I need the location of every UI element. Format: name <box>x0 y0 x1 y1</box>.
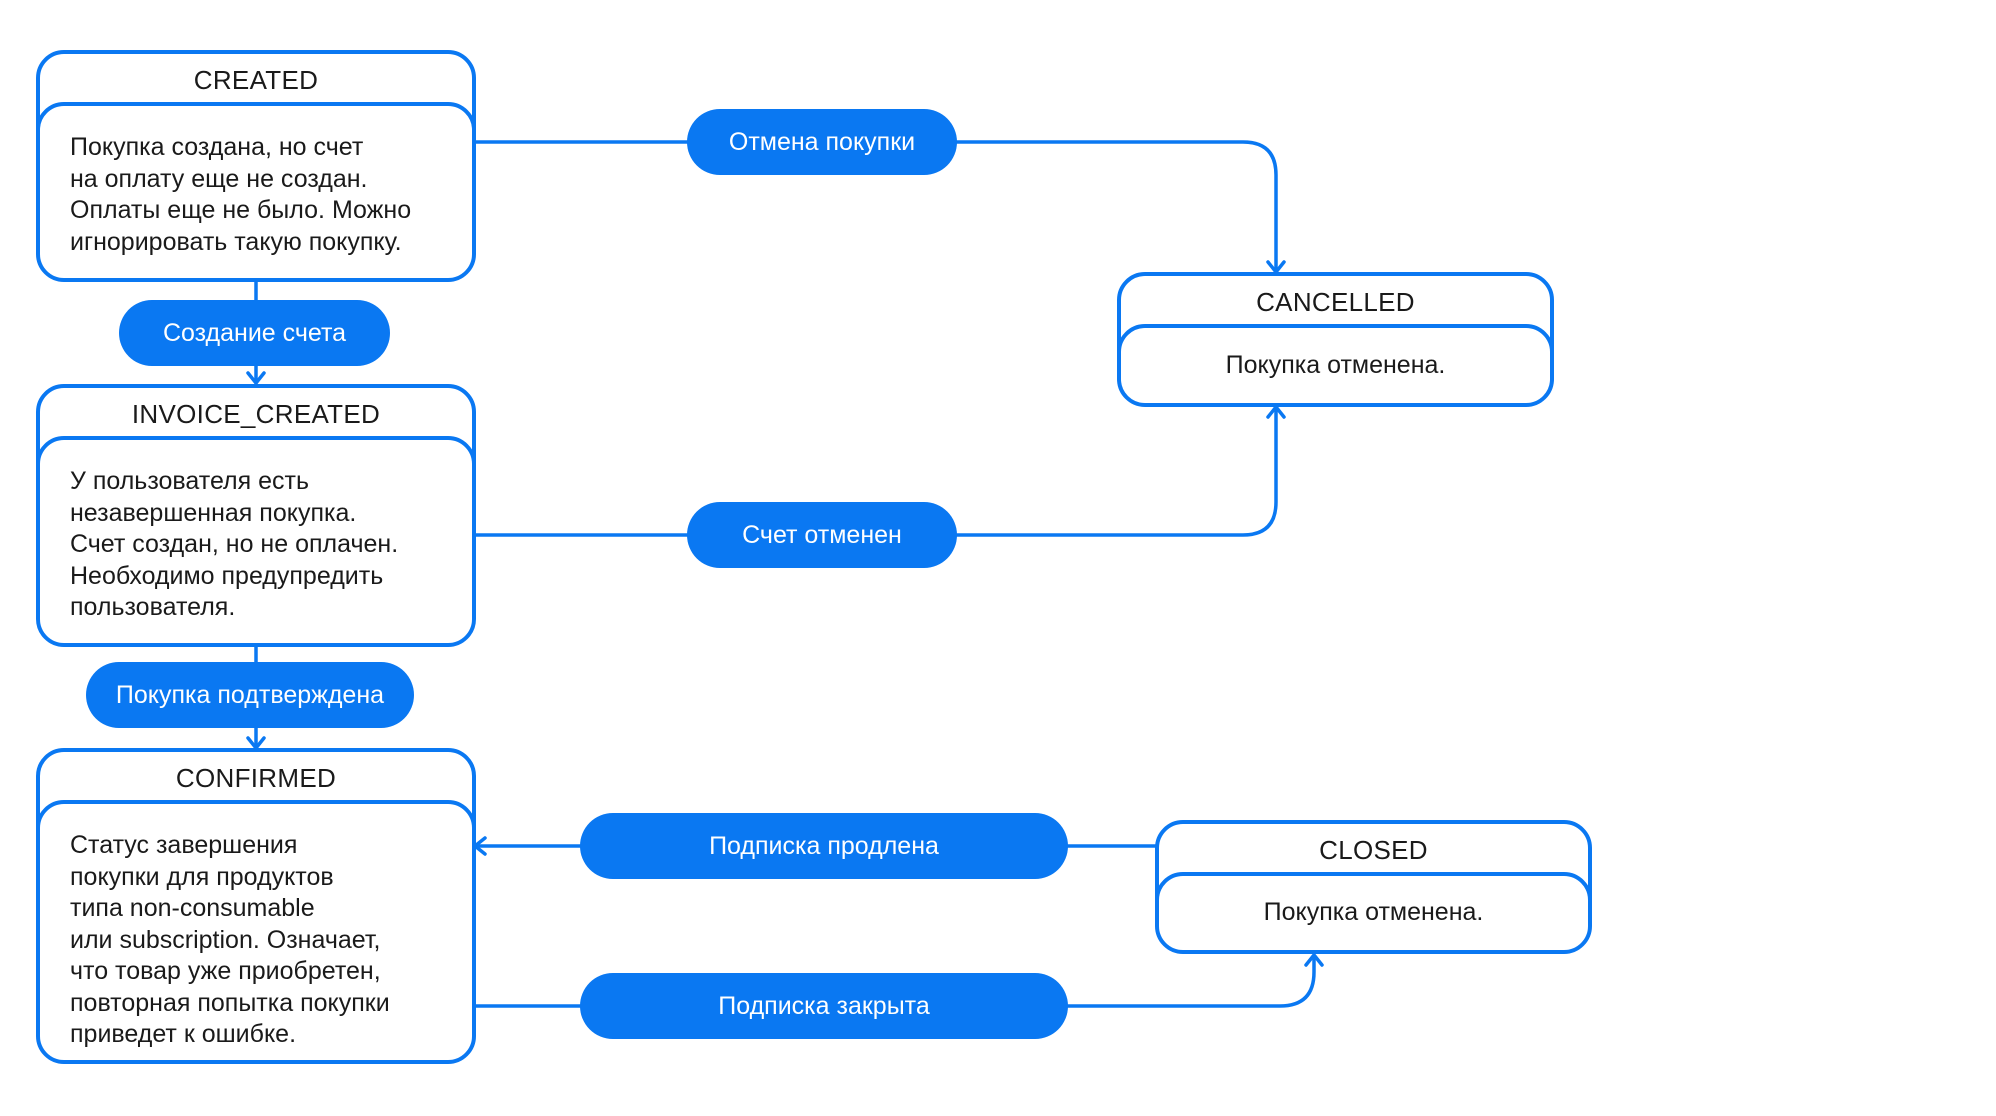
state-closed-description: Покупка отменена. <box>1159 872 1588 950</box>
state-closed: CLOSED Покупка отменена. <box>1155 820 1592 954</box>
state-invoice-created: INVOICE_CREATED У пользователя есть неза… <box>36 384 476 647</box>
state-confirmed-title: CONFIRMED <box>175 763 337 793</box>
state-invoice-created-title: INVOICE_CREATED <box>131 399 381 429</box>
edge-created-to-cancelled <box>471 140 1278 274</box>
edge-invoice-to-cancelled <box>471 405 1278 537</box>
arrowhead-cancelled-bottom <box>1266 405 1286 419</box>
edge-confirmed-to-closed <box>471 955 1316 1008</box>
transition-subscription-closed: Подписка закрыта <box>580 973 1068 1039</box>
state-created-description: Покупка создана, но счет на оплату еще н… <box>40 102 472 278</box>
state-created-title: CREATED <box>193 65 319 95</box>
transition-invoice-creation: Создание счета <box>119 300 390 366</box>
state-created: CREATED Покупка создана, но счет на опла… <box>36 50 476 282</box>
transition-subscription-renewed: Подписка продлена <box>580 813 1068 879</box>
state-invoice-created-description: У пользователя есть незавершенная покупк… <box>40 436 472 643</box>
state-confirmed-description: Статус завершения покупки для продуктов … <box>40 800 472 1060</box>
state-cancelled: CANCELLED Покупка отменена. <box>1117 272 1554 407</box>
state-closed-title: CLOSED <box>1319 835 1428 865</box>
arrowhead-invoice <box>246 371 266 385</box>
transition-purchase-confirmed: Покупка подтверждена <box>86 662 414 728</box>
transition-purchase-cancel: Отмена покупки <box>687 109 957 175</box>
state-cancelled-description: Покупка отменена. <box>1121 324 1550 403</box>
arrowhead-closed <box>1304 953 1324 967</box>
transition-invoice-cancelled: Счет отменен <box>687 502 957 568</box>
state-cancelled-title: CANCELLED <box>1256 287 1415 317</box>
state-confirmed: CONFIRMED Статус завершения покупки для … <box>36 748 476 1064</box>
